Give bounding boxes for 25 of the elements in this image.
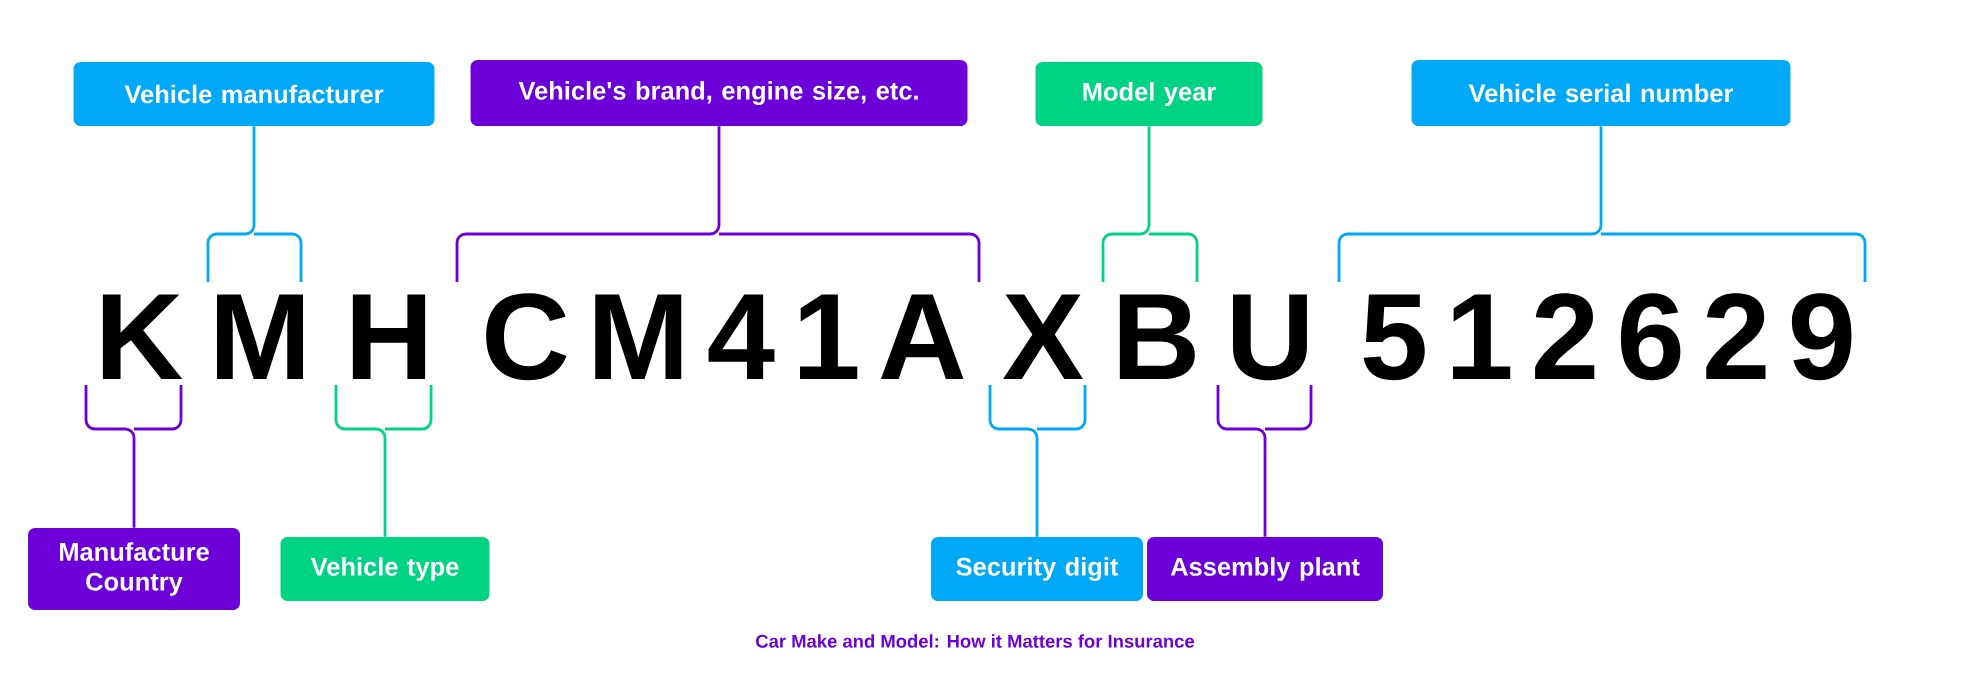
leader-bracket bbox=[988, 383, 1087, 539]
leader-bracket bbox=[84, 383, 183, 530]
vin-characters: U bbox=[1233, 294, 1307, 381]
vin-characters: M bbox=[217, 294, 303, 379]
label-box: Security digit bbox=[931, 537, 1143, 601]
caption: Car Make and Model: How it Matters for Insurance bbox=[756, 634, 1195, 648]
leader-bracket bbox=[455, 124, 981, 284]
label-box: Manufacture Country bbox=[28, 528, 240, 610]
vin-characters: B bbox=[1119, 294, 1195, 379]
vin-characters: H bbox=[352, 294, 426, 379]
label-box: Vehicle manufacturer bbox=[73, 62, 435, 126]
leader-bracket bbox=[334, 383, 433, 539]
vin-characters: K bbox=[102, 294, 183, 379]
label-box: Vehicle's brand, engine size, etc. bbox=[470, 60, 968, 126]
label-box: Vehicle type bbox=[280, 537, 490, 601]
vin-characters: CM41A bbox=[486, 293, 964, 381]
label-box: Vehicle serial number bbox=[1411, 60, 1791, 126]
leader-bracket bbox=[1101, 124, 1199, 284]
vin-characters: 512629 bbox=[1363, 293, 1852, 381]
vin-characters: X bbox=[1003, 294, 1083, 379]
leader-bracket bbox=[1337, 124, 1867, 284]
leader-bracket bbox=[206, 124, 303, 284]
label-box: Model year bbox=[1035, 62, 1263, 126]
label-box: Assembly plant bbox=[1147, 537, 1383, 601]
leader-bracket bbox=[1216, 383, 1313, 539]
